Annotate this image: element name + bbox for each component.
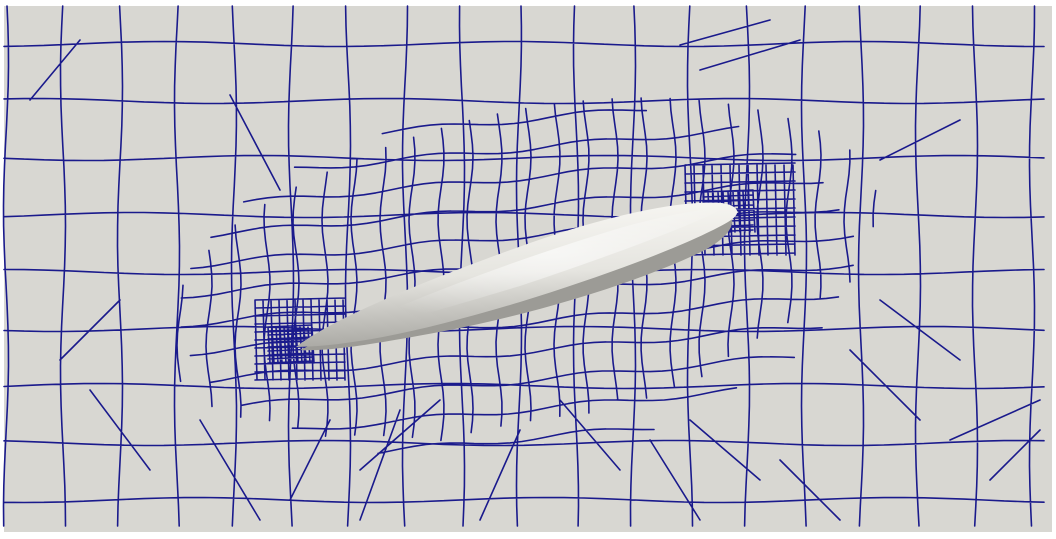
mesh-lines: [2, 5, 1045, 527]
airfoil: [296, 202, 738, 351]
airfoil-highlight: [340, 209, 720, 332]
mesh-grid: [2, 5, 1045, 527]
